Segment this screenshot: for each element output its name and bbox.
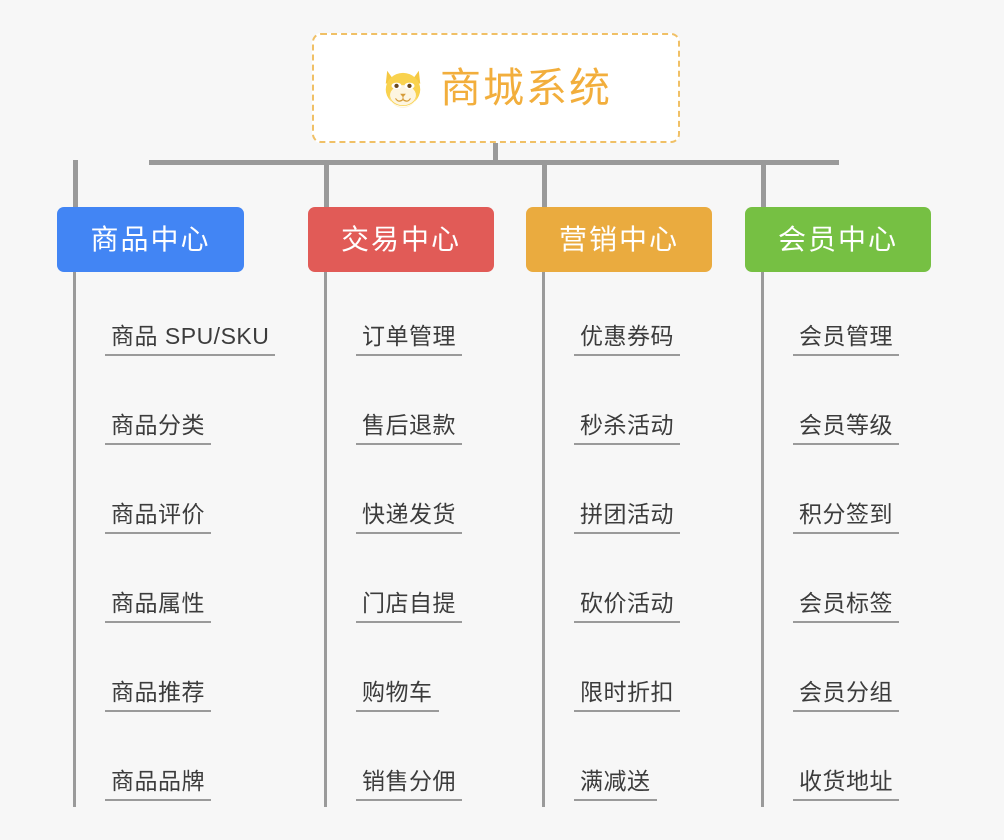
leaf-item-label: 优惠券码 xyxy=(574,323,680,356)
leaf-item[interactable]: 会员分组 xyxy=(793,666,899,712)
category-header-label: 商品中心 xyxy=(90,223,211,255)
leaf-item-label: 商品分类 xyxy=(105,412,211,445)
column-spine-member-center xyxy=(761,272,764,807)
leaf-item-label: 会员标签 xyxy=(793,590,899,623)
root-title: 商城系统 xyxy=(440,64,612,111)
connector-bus xyxy=(149,160,839,165)
leaf-item-label: 订单管理 xyxy=(356,323,462,356)
leaf-item-label: 商品推荐 xyxy=(105,679,211,712)
leaf-item[interactable]: 商品品牌 xyxy=(105,755,211,801)
category-header-marketing-center[interactable]: 营销中心 xyxy=(526,207,712,272)
leaf-item[interactable]: 拼团活动 xyxy=(574,488,680,534)
leaf-item-label: 会员分组 xyxy=(793,679,899,712)
column-spine-trade-center xyxy=(324,272,327,807)
leaf-item[interactable]: 商品 SPU/SKU xyxy=(105,310,276,356)
leaf-item-label: 销售分佣 xyxy=(356,768,462,801)
leaf-item-label: 限时折扣 xyxy=(574,679,680,712)
leaf-item-label: 售后退款 xyxy=(356,412,462,445)
leaf-item[interactable]: 门店自提 xyxy=(356,577,462,623)
connector-drop-product-center xyxy=(73,160,78,208)
leaf-item[interactable]: 会员等级 xyxy=(793,399,899,445)
leaf-item[interactable]: 积分签到 xyxy=(793,488,899,534)
leaf-item-label: 秒杀活动 xyxy=(574,412,680,445)
leaf-item[interactable]: 商品属性 xyxy=(105,577,211,623)
leaf-item[interactable]: 砍价活动 xyxy=(574,577,680,623)
leaf-item-label: 砍价活动 xyxy=(574,590,680,623)
category-header-label: 交易中心 xyxy=(340,223,461,255)
connector-stem xyxy=(493,143,498,164)
leaf-item[interactable]: 售后退款 xyxy=(356,399,462,445)
leaf-item[interactable]: 限时折扣 xyxy=(574,666,680,712)
leaf-item-label: 拼团活动 xyxy=(574,501,680,534)
connector-drop-trade-center xyxy=(324,160,329,208)
leaf-item[interactable]: 会员标签 xyxy=(793,577,899,623)
leaf-item[interactable]: 销售分佣 xyxy=(356,755,462,801)
leaf-item[interactable]: 会员管理 xyxy=(793,310,899,356)
leaf-item[interactable]: 秒杀活动 xyxy=(574,399,680,445)
leaf-item[interactable]: 优惠券码 xyxy=(574,310,680,356)
leaf-item[interactable]: 快递发货 xyxy=(356,488,462,534)
leaf-item-label: 满减送 xyxy=(574,768,657,801)
root-node[interactable]: 商城系统 xyxy=(312,33,680,143)
leaf-item-label: 积分签到 xyxy=(793,501,899,534)
leaf-item-label: 收货地址 xyxy=(793,768,899,801)
leaf-item-label: 会员管理 xyxy=(793,323,899,356)
leaf-item[interactable]: 订单管理 xyxy=(356,310,462,356)
leaf-item-label: 购物车 xyxy=(356,679,439,712)
leaf-item[interactable]: 商品推荐 xyxy=(105,666,211,712)
shiba-dog-face-icon xyxy=(385,70,421,109)
category-header-label: 营销中心 xyxy=(558,223,679,255)
category-header-product-center[interactable]: 商品中心 xyxy=(57,207,244,272)
leaf-item[interactable]: 商品评价 xyxy=(105,488,211,534)
connector-drop-marketing-center xyxy=(542,160,547,208)
connector-drop-member-center xyxy=(761,160,766,208)
category-header-member-center[interactable]: 会员中心 xyxy=(745,207,931,272)
leaf-item[interactable]: 商品分类 xyxy=(105,399,211,445)
column-spine-product-center xyxy=(73,272,76,807)
leaf-item-label: 商品评价 xyxy=(105,501,211,534)
category-header-label: 会员中心 xyxy=(777,223,898,255)
leaf-item-label: 快递发货 xyxy=(356,501,462,534)
leaf-item-label: 商品 SPU/SKU xyxy=(105,323,276,356)
leaf-item-label: 商品属性 xyxy=(105,590,211,623)
leaf-item[interactable]: 收货地址 xyxy=(793,755,899,801)
column-spine-marketing-center xyxy=(542,272,545,807)
category-header-trade-center[interactable]: 交易中心 xyxy=(308,207,494,272)
leaf-item[interactable]: 购物车 xyxy=(356,666,439,712)
leaf-item-label: 门店自提 xyxy=(356,590,462,623)
leaf-item-label: 商品品牌 xyxy=(105,768,211,801)
leaf-item[interactable]: 满减送 xyxy=(574,755,657,801)
leaf-item-label: 会员等级 xyxy=(793,412,899,445)
